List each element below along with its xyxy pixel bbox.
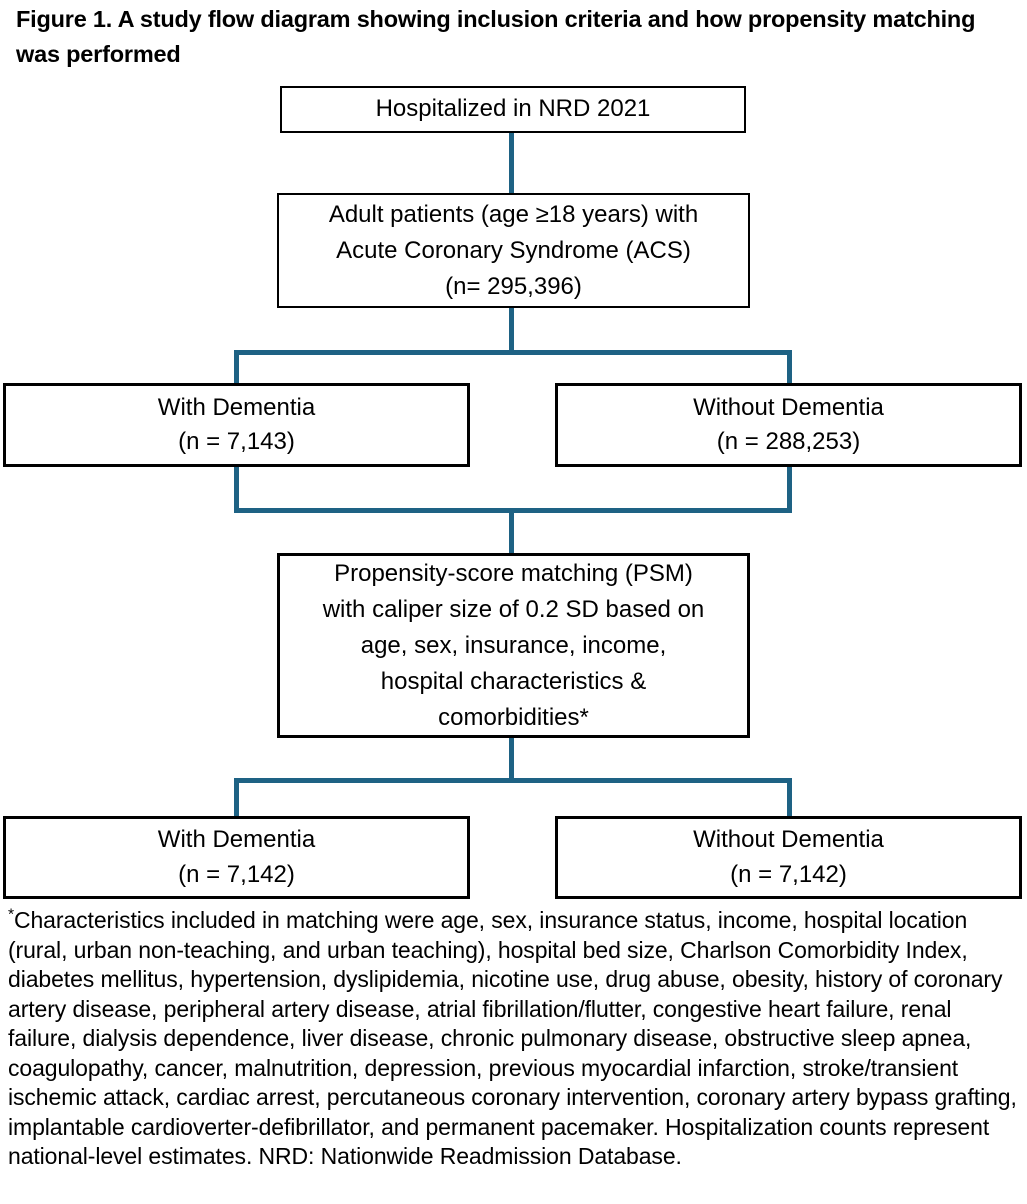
connector-line-split1-left-drop — [234, 350, 239, 384]
flow-box-with-dementia-matched: With Dementia (n = 7,142) — [3, 816, 470, 899]
connector-line-split2-left-drop — [234, 778, 239, 817]
figure-footnote: *Characteristics included in matching we… — [8, 906, 1022, 1172]
connector-line-merge-right-drop — [787, 467, 792, 513]
connector-line-split-bar-1 — [234, 350, 792, 355]
flow-box-without-dementia-matched: Without Dementia (n = 7,142) — [555, 816, 1022, 899]
connector-line-split-bar-2 — [234, 778, 792, 783]
connector-line-acs-stem — [509, 308, 514, 354]
connector-line-split2-right-drop — [787, 778, 792, 817]
connector-line-top-to-acs — [509, 133, 514, 194]
connector-line-merge-left-drop — [234, 467, 239, 513]
flow-box-acs-patients: Adult patients (age ≥18 years) with Acut… — [277, 193, 750, 308]
connector-line-psm-stem — [509, 738, 514, 783]
figure-title: Figure 1. A study flow diagram showing i… — [16, 6, 976, 68]
flow-box-hospitalized: Hospitalized in NRD 2021 — [280, 86, 746, 133]
flow-box-propensity-matching: Propensity-score matching (PSM) with cal… — [277, 553, 750, 738]
flow-box-with-dementia-unmatched: With Dementia (n = 7,143) — [3, 383, 470, 467]
connector-line-split1-right-drop — [787, 350, 792, 384]
connector-line-merge-to-psm — [509, 508, 514, 554]
footnote-text: Characteristics included in matching wer… — [8, 907, 1017, 1170]
footnote-asterisk-marker: * — [8, 906, 14, 924]
flow-box-without-dementia-unmatched: Without Dementia (n = 288,253) — [555, 383, 1022, 467]
